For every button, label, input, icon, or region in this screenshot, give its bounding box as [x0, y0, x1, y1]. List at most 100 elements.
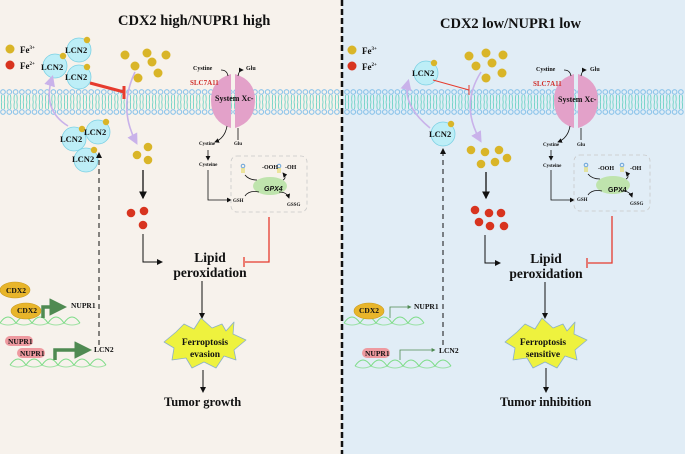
cdx2-transcription-arrow	[41, 298, 67, 318]
cystine-cyto-label: Cystine	[543, 143, 560, 148]
cysteine-to-gsh-arrow	[550, 170, 575, 203]
fe3-ion	[466, 145, 476, 155]
system-xc-transporter-left	[211, 74, 231, 128]
slc7a11-label: SLC7A11	[190, 79, 219, 87]
gpx4-enzyme	[253, 177, 287, 195]
fe3-ion	[133, 73, 143, 83]
lcn2-label: LCN2	[429, 129, 452, 139]
fe3-legend-dot	[5, 44, 15, 54]
gpx4-reaction-box	[573, 154, 651, 212]
fe2-ion	[139, 206, 149, 216]
nupr1-protein-label: NUPR1	[8, 337, 33, 346]
gsh-arrow	[244, 191, 260, 197]
legend-fe2: Fe2+	[362, 62, 377, 72]
fe2-to-lipid-arrow	[484, 235, 501, 266]
lcn2-protein	[42, 53, 68, 79]
cystine-release-arrow	[214, 125, 228, 143]
ferro-line2: sensitive	[525, 350, 561, 360]
gpx4-enzyme	[596, 176, 630, 194]
dna-strand	[354, 359, 452, 367]
fe3-ion	[494, 145, 504, 155]
legend-fe3: Fe3+	[20, 45, 35, 55]
cell-membrane	[0, 89, 340, 115]
gpx4-reduce-arrow	[244, 174, 258, 181]
fe3-ion	[120, 50, 130, 60]
panel-right-low	[342, 0, 685, 454]
fe3-bound-dot	[102, 118, 110, 126]
gsh-label: GSH	[577, 198, 588, 203]
cystine-release-arrow	[557, 125, 571, 143]
cdx2-protein	[10, 302, 42, 320]
fe-import-arrow	[469, 71, 482, 143]
legend-fe3-sup: 3+	[371, 47, 377, 52]
cystine-entry-arrow	[220, 69, 229, 77]
fe2-ion	[126, 208, 136, 218]
fe3-ion	[476, 159, 486, 169]
glu-export-arrow	[580, 67, 587, 77]
dna-strand	[0, 316, 81, 324]
fe2-legend-dot	[5, 60, 15, 70]
nupr1-protein	[5, 336, 33, 346]
lipid-line1: Lipid	[194, 250, 226, 265]
cystine-cyto-label: Cystine	[199, 142, 216, 147]
lipid-tail	[620, 167, 624, 172]
lcn2-label: LCN2	[72, 154, 95, 164]
legend-fe2-label: Fe	[20, 61, 30, 71]
dna-strand	[0, 322, 81, 326]
fe3-bound-dot	[83, 36, 91, 44]
lcn2-target-label: LCN2	[94, 345, 114, 354]
gssg-label: GSSG	[287, 203, 301, 208]
system-xc-label: System Xc-	[558, 95, 597, 104]
fe3-ion	[487, 58, 497, 68]
dna-strand	[343, 316, 425, 324]
fe2-to-lipid-arrow	[142, 234, 163, 265]
fe2-ion	[485, 221, 495, 231]
glu-cyto-label: Glu	[577, 143, 586, 148]
fe2-ion	[499, 221, 509, 231]
legend-fe3-sup: 3+	[29, 46, 35, 51]
lcn2-protein	[413, 60, 439, 86]
fe3-legend-dot	[347, 45, 357, 55]
system-xc-transporter-left	[554, 74, 574, 128]
lcn2-label: LCN2	[60, 134, 83, 144]
fe3-ion	[142, 48, 152, 58]
gsh-label: GSH	[233, 199, 244, 204]
gpx4-label: GPX4	[608, 187, 627, 194]
fe3-bound-dot	[59, 52, 67, 60]
lcn2-label: LCN2	[84, 127, 107, 137]
fe3-ion	[498, 50, 508, 60]
lcn2-label: LCN2	[65, 72, 88, 82]
fe3-bound-dot	[90, 146, 98, 154]
nupr1-bound-label: NUPR1	[20, 349, 45, 358]
lcn2-secretion-arrow	[400, 78, 431, 129]
gpx4-product-arrow	[282, 172, 288, 181]
inhibit-line	[89, 81, 125, 94]
lcn2-protein	[430, 121, 456, 147]
outcome-label: Tumor inhibition	[500, 395, 592, 409]
fe3-ion	[502, 153, 512, 163]
legend-fe2: Fe2+	[20, 61, 35, 71]
fe3-ion	[143, 142, 153, 152]
lipid-tail	[584, 167, 588, 172]
fe3-ion	[143, 155, 153, 165]
fe3-ion	[471, 61, 481, 71]
fe3-ion	[480, 147, 490, 157]
nupr1-transcription-arrow	[399, 348, 436, 360]
lcn2-protein	[66, 37, 92, 63]
fe3-ion	[464, 51, 474, 61]
glu-out-label: Glu	[246, 66, 256, 72]
ferro-line2: evasion	[189, 350, 221, 360]
gpx4-label: GPX4	[264, 186, 283, 193]
nupr1-target-label: NUPR1	[414, 302, 439, 311]
fe3-bound-dot	[447, 120, 455, 128]
cystine-in-label: Cystine	[193, 66, 213, 72]
lipid-head	[240, 163, 246, 169]
legend-fe3: Fe3+	[362, 46, 377, 56]
lipid-head	[276, 163, 282, 169]
legend-fe2-label: Fe	[362, 62, 372, 72]
